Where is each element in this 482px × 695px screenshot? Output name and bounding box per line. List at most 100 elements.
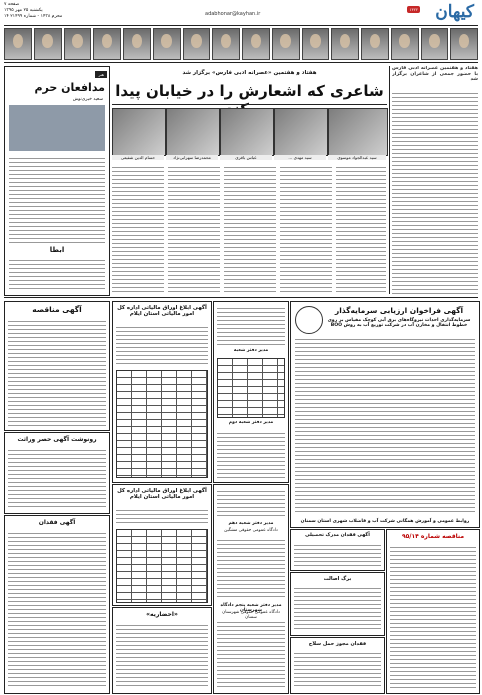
- right-column-intro: هفتاد و هفتمین عصرانه ادبی فارس با حضور …: [392, 66, 478, 83]
- ad-body-text: [8, 530, 106, 688]
- author-photo: [331, 28, 359, 60]
- court-notices-2: مدیر دفتر شعبه دهم دادگاه عمومی حقوقی مش…: [213, 484, 289, 694]
- tax-table: [116, 529, 208, 603]
- notice-text: [217, 430, 285, 478]
- weapon-permit-lost-ad: فقدان مجوز حمل سلاح: [290, 637, 385, 694]
- author-photo: [271, 28, 300, 60]
- column-title: مدافعان حرم: [34, 81, 105, 94]
- page-label: صفحه ۷: [4, 2, 20, 7]
- author-photo: [301, 28, 330, 60]
- column-photo: [9, 105, 105, 151]
- poet-photo: [112, 108, 166, 156]
- author-photo: [4, 28, 32, 60]
- ad-body-text: [116, 324, 208, 366]
- section-email[interactable]: adabhonar@kayhan.ir: [205, 11, 261, 17]
- notice-signature: مدیر دفتر شعبه دوم: [228, 420, 274, 425]
- ad-title: آگهی فقدان: [38, 519, 76, 526]
- ad-body-text: [295, 336, 475, 512]
- ad-body-text: [8, 318, 106, 426]
- notice-signature: مدیر دفتر شعبه دهم: [228, 521, 274, 526]
- story-text-column: [280, 164, 332, 294]
- headline-rule: [112, 104, 387, 105]
- author-photo: [182, 28, 211, 60]
- inheritance-ad: رونوشت آگهی حصر وراثت: [4, 432, 110, 514]
- author-photo: [212, 28, 240, 60]
- ad-title: آگهی ابلاغ اوراق مالیاتی اداره کل امور م…: [117, 305, 207, 317]
- ad-title: آگهی فراخوان ارزیابی سرمایه‌گذار: [334, 306, 464, 315]
- section-tag: هنر: [95, 71, 107, 78]
- opinion-column: هنر مدافعان حرم سعید خیری‌نوش ابطا: [4, 66, 110, 296]
- ad-body-text: [8, 447, 106, 509]
- author-photo: [242, 28, 270, 60]
- author-photo-strip: [4, 28, 478, 60]
- ad-body-text: [294, 542, 381, 566]
- tax-table: [116, 370, 208, 478]
- column-divider: [389, 66, 390, 294]
- author-photo: [420, 28, 449, 60]
- ad-title: برگ اصالت: [323, 576, 352, 582]
- photo-caption: سید عبدالجواد موسوی: [328, 155, 386, 160]
- ad-body-text: [294, 585, 381, 631]
- investor-call-ad: آگهی فراخوان ارزیابی سرمایه‌گذار سرمایه‌…: [290, 301, 480, 528]
- summons-ad: «احضاریه»: [112, 607, 212, 694]
- ads-divider: [4, 297, 478, 298]
- ad-title: فقدان مجوز حمل سلاح: [308, 641, 367, 647]
- tender-number: مناقصه شماره ۹۵/۱۴: [401, 533, 465, 540]
- date-line-1: یکشنبه ۲۵ مهر ۱۳۹۵: [4, 8, 43, 13]
- poet-photo: [220, 108, 274, 156]
- column-author: سعید خیری‌نوش: [72, 97, 103, 102]
- author-photo: [390, 28, 419, 60]
- ad-body-text: [116, 622, 208, 688]
- story-text-column: [112, 164, 164, 294]
- notice-text: [217, 537, 285, 599]
- author-photo: [361, 28, 389, 60]
- story-kicker: هفتاد و هفتمین «عصرانه ادبی فارس» برگزار…: [182, 70, 317, 76]
- court-notices: مدیر دفتر شعبه مدیر دفتر شعبه دوم: [213, 301, 289, 483]
- photo-caption: عباس باقری: [220, 155, 272, 160]
- ad-title: آگهی ابلاغ اوراق مالیاتی اداره کل امور م…: [117, 488, 207, 500]
- logo-badge: ۱۳۲۲: [407, 6, 420, 13]
- degree-lost-ad: آگهی فقدان مدرک تحصیلی: [290, 529, 385, 571]
- column-subtitle: ابطا: [49, 246, 65, 254]
- tax-notice-ad-2: آگهی ابلاغ اوراق مالیاتی اداره کل امور م…: [112, 484, 212, 606]
- notice-signature: مدیر دفتر شعبه: [233, 348, 269, 353]
- poet-photo: [328, 108, 388, 156]
- ad-footer: روابط عمومی و آموزش همگانی شرکت آب و فاض…: [300, 519, 470, 524]
- certificate-lost-ad: برگ اصالت: [290, 572, 385, 636]
- notice-court: دادگاه عمومی حقوقی شهرستان سمنان: [222, 610, 280, 620]
- notice-text: [217, 305, 285, 345]
- story-text-column: [224, 164, 276, 294]
- ad-title: «احضاریه»: [146, 611, 178, 618]
- poet-photo: [166, 108, 220, 156]
- tax-notice-ad: آگهی ابلاغ اوراق مالیاتی اداره کل امور م…: [112, 301, 212, 483]
- newspaper-logo: کیهان: [435, 2, 474, 22]
- author-photo: [93, 28, 121, 60]
- right-column-text: [392, 90, 478, 294]
- author-photo: [33, 28, 62, 60]
- author-photo: [63, 28, 92, 60]
- lost-notice-ad: آگهی فقدان: [4, 515, 110, 694]
- notice-text: [217, 619, 285, 689]
- issue-meta: صفحه ۷ یکشنبه ۲۵ مهر ۱۳۹۵ ۱۴ محرم ۱۴۳۸ -…: [4, 2, 94, 20]
- tender-number-ad: مناقصه شماره ۹۵/۱۴: [386, 529, 480, 694]
- author-photo: [123, 28, 151, 60]
- ad-body-text: [294, 650, 381, 689]
- notice-table: [217, 358, 285, 418]
- ad-title: آگهی مناقصه: [32, 305, 82, 314]
- story-text-column: [336, 164, 386, 294]
- story-text-column: [168, 164, 220, 294]
- column-body-text-2: [9, 257, 105, 291]
- poet-photo: [274, 108, 328, 156]
- author-photo: [450, 28, 478, 60]
- tender-ad: آگهی مناقصه: [4, 301, 110, 431]
- notice-text: [217, 488, 285, 518]
- photo-caption: حسام الدین شفیعی: [112, 155, 164, 160]
- faces-divider: [4, 62, 478, 63]
- photo-caption: سید مهدی ...: [274, 155, 326, 160]
- notice-signature: مدیر دفتر شعبه پنجم دادگاه شهرستان: [220, 603, 282, 613]
- ad-title: آگهی فقدان مدرک تحصیلی: [305, 533, 370, 538]
- photo-caption: محمدرضا سهرابی‌نژاد: [166, 155, 218, 160]
- company-logo-icon: [295, 306, 323, 334]
- ad-subtitle: سرمایه‌گذاری احداث نیروگاه‌های برق آبی ک…: [327, 318, 471, 328]
- author-photo: [152, 28, 181, 60]
